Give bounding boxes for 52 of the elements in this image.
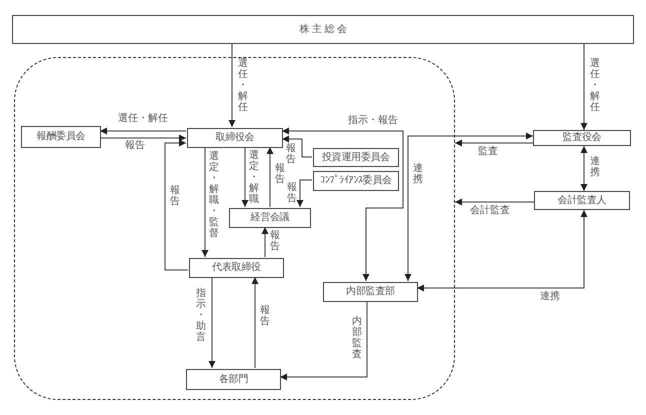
arrow (202, 146, 208, 258)
process-box: 経営会議 (229, 208, 311, 228)
arrow (100, 134, 186, 142)
process-box: 代表取締役 (189, 258, 284, 278)
edge-label: 報告 (125, 141, 145, 151)
edge-label: 報告 (170, 185, 180, 207)
arrow (228, 44, 236, 128)
edge-label: 監査 (478, 147, 498, 157)
edge-label: 指示・助言 (196, 288, 206, 343)
arrow (242, 146, 248, 208)
arrow (252, 276, 258, 368)
process-box: 投資運用委員会 (313, 148, 399, 167)
edge-label: 連携 (413, 163, 423, 185)
edge-label: 内部監査 (352, 316, 362, 360)
process-box: 会計監査人 (534, 191, 630, 210)
edge-label: 報告 (260, 305, 270, 327)
edge-label: 報告 (270, 230, 280, 252)
arrow (208, 276, 216, 368)
process-box: 報酬委員会 (21, 126, 101, 148)
arrow (404, 132, 534, 282)
arrow (296, 180, 312, 208)
arrow (280, 300, 368, 380)
process-box: 各部門 (186, 369, 281, 390)
arrow (266, 146, 274, 208)
arrow (100, 128, 186, 134)
arrow (454, 140, 534, 146)
process-box: ｺﾝﾌﾟﾗｲｱﾝｽ委員会 (313, 171, 399, 191)
edge-label: 報告 (286, 143, 296, 165)
edge-label: 選定・解職・監督 (209, 151, 219, 239)
edge-label: 選任・解任 (238, 58, 248, 113)
arrow (580, 146, 588, 192)
process-box: 株 主 総 会 (12, 15, 634, 44)
edge-label: 報告 (287, 182, 297, 204)
process-box: 取締役会 (187, 128, 283, 148)
dashed-boundary (14, 57, 455, 400)
edge-label: 選定・解職 (249, 150, 259, 205)
arrow (262, 226, 268, 258)
arrow (580, 44, 588, 130)
edge-label: 選任・解任 (118, 114, 168, 124)
edge-label: 会計監査 (470, 206, 510, 216)
edge-label: 連携 (540, 292, 560, 302)
edge-label: 連携 (590, 156, 600, 178)
edge-label: 指示・報告 (348, 116, 398, 126)
edge-label: 選任・解任 (590, 58, 600, 113)
arrow (164, 140, 188, 270)
arrow (282, 136, 312, 158)
arrow (416, 210, 588, 292)
arrow (282, 128, 404, 282)
process-box: 内部監査部 (323, 282, 418, 302)
arrow (454, 198, 534, 206)
process-box: 監査役会 (533, 130, 631, 146)
edge-label: 報告 (275, 163, 285, 185)
